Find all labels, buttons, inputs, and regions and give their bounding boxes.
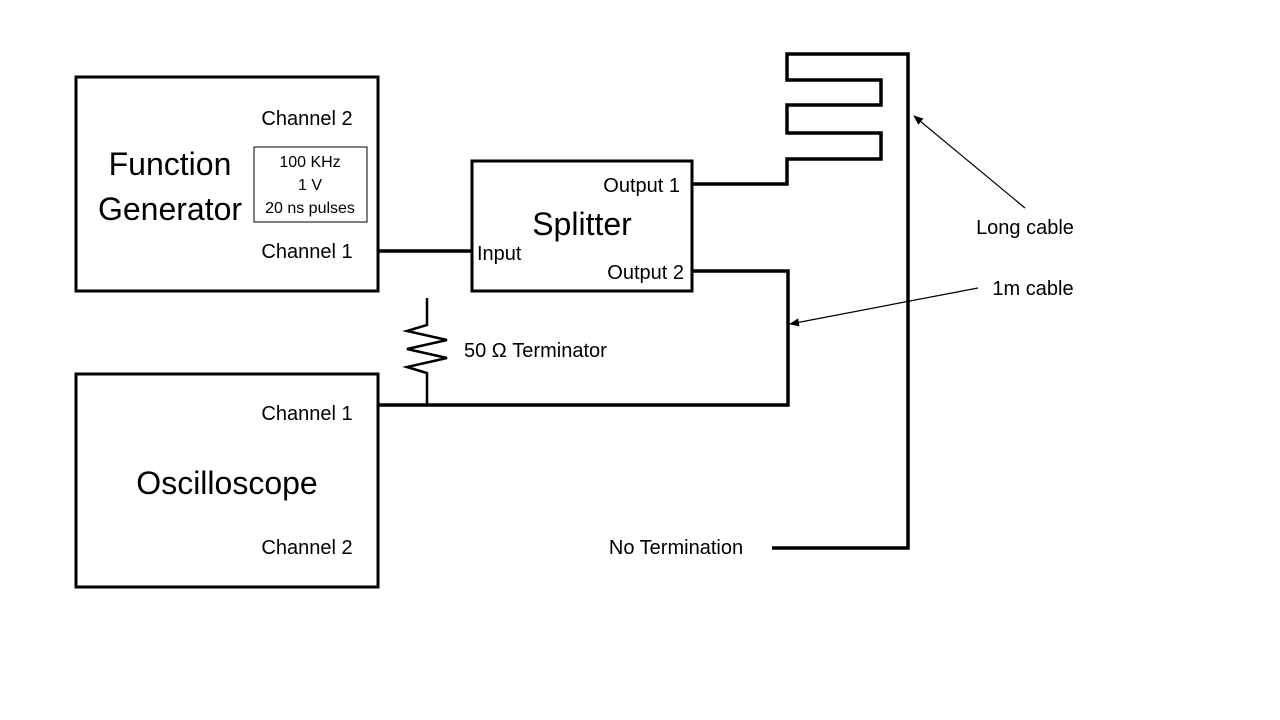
oscilloscope-channel-1-label: Channel 1: [261, 403, 352, 425]
function-generator-title-line2: Generator: [98, 191, 242, 227]
splitter-title: Splitter: [532, 206, 632, 242]
terminator: 50 Ω Terminator: [402, 298, 607, 405]
settings-frequency: 100 KHz: [279, 154, 340, 171]
one-meter-cable-label: 1m cable: [992, 278, 1073, 300]
splitter-box: [470, 159, 694, 293]
oscilloscope-channel-2-label: Channel 2: [261, 537, 352, 559]
oscilloscope-title: Oscilloscope: [136, 465, 317, 501]
function-generator-title-line1: Function: [109, 146, 232, 182]
splitter-output-2-label: Output 2: [607, 262, 684, 284]
one-meter-cable: [378, 269, 790, 407]
function-generator-box: [74, 75, 380, 293]
long-cable-label: Long cable: [976, 217, 1074, 239]
long-cable: [692, 52, 910, 550]
oscilloscope: Oscilloscope Channel 1 Channel 2: [74, 372, 380, 589]
oscilloscope-box: [74, 372, 380, 589]
one-meter-cable-arrow: [789, 287, 979, 327]
settings-amplitude: 1 V: [298, 177, 322, 194]
terminator-label: 50 Ω Terminator: [464, 340, 607, 362]
function-generator-channel-1-label: Channel 1: [261, 241, 352, 263]
splitter-output-1-label: Output 1: [603, 175, 680, 197]
settings-box: [253, 146, 368, 223]
splitter: Splitter Input Output 1 Output 2: [470, 159, 694, 293]
function-generator-channel-2-label: Channel 2: [261, 108, 352, 130]
resistor-symbol: [402, 298, 448, 405]
settings-pulse-width: 20 ns pulses: [265, 200, 355, 217]
long-cable-arrow: [913, 115, 1026, 209]
no-termination-label: No Termination: [609, 537, 743, 559]
function-generator: Function Generator Channel 2 Channel 1 1…: [74, 75, 380, 293]
splitter-input-label: Input: [477, 243, 522, 265]
